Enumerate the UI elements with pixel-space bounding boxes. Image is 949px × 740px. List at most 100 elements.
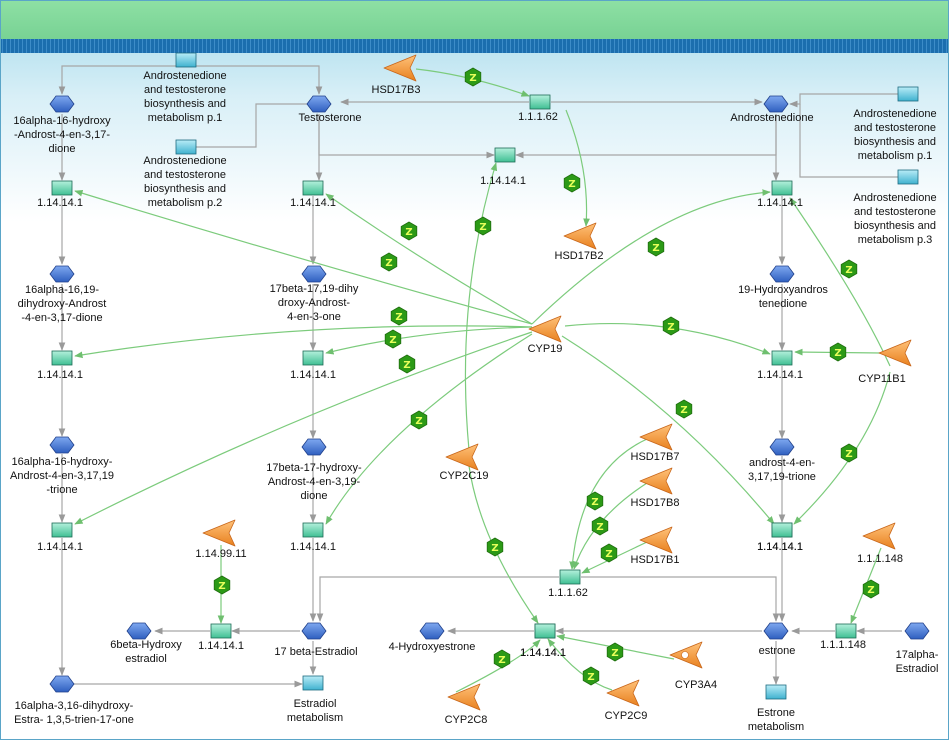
catalysis-connector (325, 193, 533, 325)
reaction-node-r_3[interactable] (771, 180, 793, 196)
node-label: Estrone (757, 707, 795, 719)
enzyme-node-e_hsd17b1[interactable] (639, 526, 673, 554)
node-label: 16alpha-3,16-dihydroxy- (15, 700, 134, 712)
node-label: biosynthesis and (144, 183, 226, 195)
node-label: Estradiol (294, 698, 337, 710)
node-label: dihydroxy-Androst (18, 298, 107, 310)
compound-node-c_17b_dione[interactable] (301, 438, 327, 456)
catalysis-badge-label: Z (405, 227, 412, 238)
reaction-node-r_8[interactable] (771, 350, 793, 366)
process-node-p_2[interactable] (175, 139, 197, 155)
node-label: Androst-4-en-3,17,19 (10, 470, 114, 482)
reaction-node-r_1[interactable] (51, 180, 73, 196)
node-label: dione (49, 143, 76, 155)
catalysis-badge: Z (398, 354, 416, 374)
process-node-p_3[interactable] (897, 86, 919, 102)
enzyme-node-e_hsd17b7[interactable] (639, 423, 673, 451)
enzyme-node-e_hsd17b3[interactable] (383, 54, 417, 82)
enzyme-node-e_111148[interactable] (862, 522, 896, 550)
catalysis-badge-label: Z (605, 549, 612, 560)
reaction-node-r_9[interactable] (51, 522, 73, 538)
reaction-node-r_6[interactable] (51, 350, 73, 366)
enzyme-node-e_hsd17b2[interactable] (563, 222, 597, 250)
compound-node-c_16a_ohandro[interactable] (49, 95, 75, 113)
gray-connector (581, 576, 780, 622)
catalysis-badge: Z (582, 666, 600, 686)
gray-connector (789, 93, 908, 108)
compound-node-c_4oh[interactable] (419, 622, 445, 640)
node-label: CYP19 (528, 343, 563, 355)
node-label: metabolism p.2 (148, 197, 223, 209)
process-node-p_6[interactable] (765, 684, 787, 700)
compound-node-c_16a3[interactable] (49, 675, 75, 693)
compound-node-c_estradiol[interactable] (301, 622, 327, 640)
node-label: dione (301, 490, 328, 502)
node-label: HSD17B3 (372, 84, 421, 96)
process-node-p_5[interactable] (302, 675, 324, 691)
catalysis-connector (531, 189, 771, 325)
node-label: CYP3A4 (675, 679, 717, 691)
enzyme-node-e_hsd17b8[interactable] (639, 467, 673, 495)
enzyme-node-e_cyp19[interactable] (528, 315, 562, 343)
catalysis-badge-label: Z (587, 672, 594, 683)
compound-node-c_16a_trione[interactable] (49, 436, 75, 454)
compound-node-c_16a19[interactable] (49, 265, 75, 283)
catalysis-connector (789, 197, 891, 367)
node-label: 17beta-17,19-dihy (270, 283, 359, 295)
catalysis-badge: Z (591, 516, 609, 536)
reaction-node-r_5[interactable] (529, 94, 551, 110)
node-label: 16alpha-16-hydroxy- (12, 456, 113, 468)
catalysis-badge-label: Z (611, 648, 618, 659)
compound-node-c_6b[interactable] (126, 622, 152, 640)
compound-node-c_17b19[interactable] (301, 265, 327, 283)
node-labels: 16alpha-16-hydroxy -Androst-4-en-3,17- dio… (10, 70, 939, 733)
reaction-node-r_17[interactable] (835, 623, 857, 639)
catalysis-connector (565, 109, 590, 227)
compound-node-c_trione[interactable] (769, 438, 795, 456)
reaction-node-r_16[interactable] (534, 623, 556, 639)
reaction-node-r_10[interactable] (302, 522, 324, 538)
enzyme-node-e_11499[interactable] (202, 519, 236, 547)
node-label: 1.14.14.1 (37, 197, 83, 209)
header-band (0, 39, 949, 53)
reaction-node-r_12[interactable] (210, 623, 232, 639)
process-node-p_1[interactable] (175, 52, 197, 68)
compound-node-c_estrone[interactable] (763, 622, 789, 640)
reaction-node-r_7[interactable] (302, 350, 324, 366)
node-label: and testosterone (854, 206, 936, 218)
enzyme-node-e_cyp11b1[interactable] (878, 339, 912, 367)
compound-node-c_19oh[interactable] (769, 265, 795, 283)
node-label: and testosterone (854, 122, 936, 134)
reaction-node-r_14[interactable] (559, 569, 581, 585)
catalysis-connector (464, 162, 498, 451)
compound-node-c_17a[interactable] (904, 622, 930, 640)
reaction-node-r_15[interactable] (771, 522, 793, 538)
node-label: -Androst-4-en-3,17- (14, 129, 110, 141)
catalysis-badge: Z (390, 306, 408, 326)
enzyme-node-e_cyp2c9[interactable] (606, 679, 640, 707)
compound-node-c_testosterone[interactable] (306, 95, 332, 113)
node-label: HSD17B7 (631, 451, 680, 463)
catalysis-badge: Z (662, 316, 680, 336)
node-label: CYP2C8 (445, 714, 488, 726)
node-label: 16alpha-16-hydroxy (13, 115, 111, 127)
process-node-p_4[interactable] (897, 169, 919, 185)
node-label: metabolism p.1 (858, 150, 933, 162)
catalysis-badge-label: Z (680, 405, 687, 416)
node-label: 1.14.14.1 (290, 369, 336, 381)
catalysis-badge: Z (464, 67, 482, 87)
catalysis-badge: Z (840, 259, 858, 279)
reaction-node-r_4[interactable] (494, 147, 516, 163)
catalysis-badge-label: Z (479, 222, 486, 233)
enzyme-node-e_cyp2c19[interactable] (445, 443, 479, 471)
node-label: estradiol (125, 653, 167, 665)
catalysis-badge-label: Z (403, 360, 410, 371)
catalysis-badge: Z (493, 649, 511, 669)
enzyme-node-e_cyp2c8[interactable] (447, 683, 481, 711)
compound-node-c_androstenedione[interactable] (763, 95, 789, 113)
catalysis-badge-label: Z (469, 73, 476, 84)
reaction-node-r_2[interactable] (302, 180, 324, 196)
node-label: 19-Hydroxyandros (738, 284, 828, 296)
node-label: droxy-Androst- (278, 297, 350, 309)
